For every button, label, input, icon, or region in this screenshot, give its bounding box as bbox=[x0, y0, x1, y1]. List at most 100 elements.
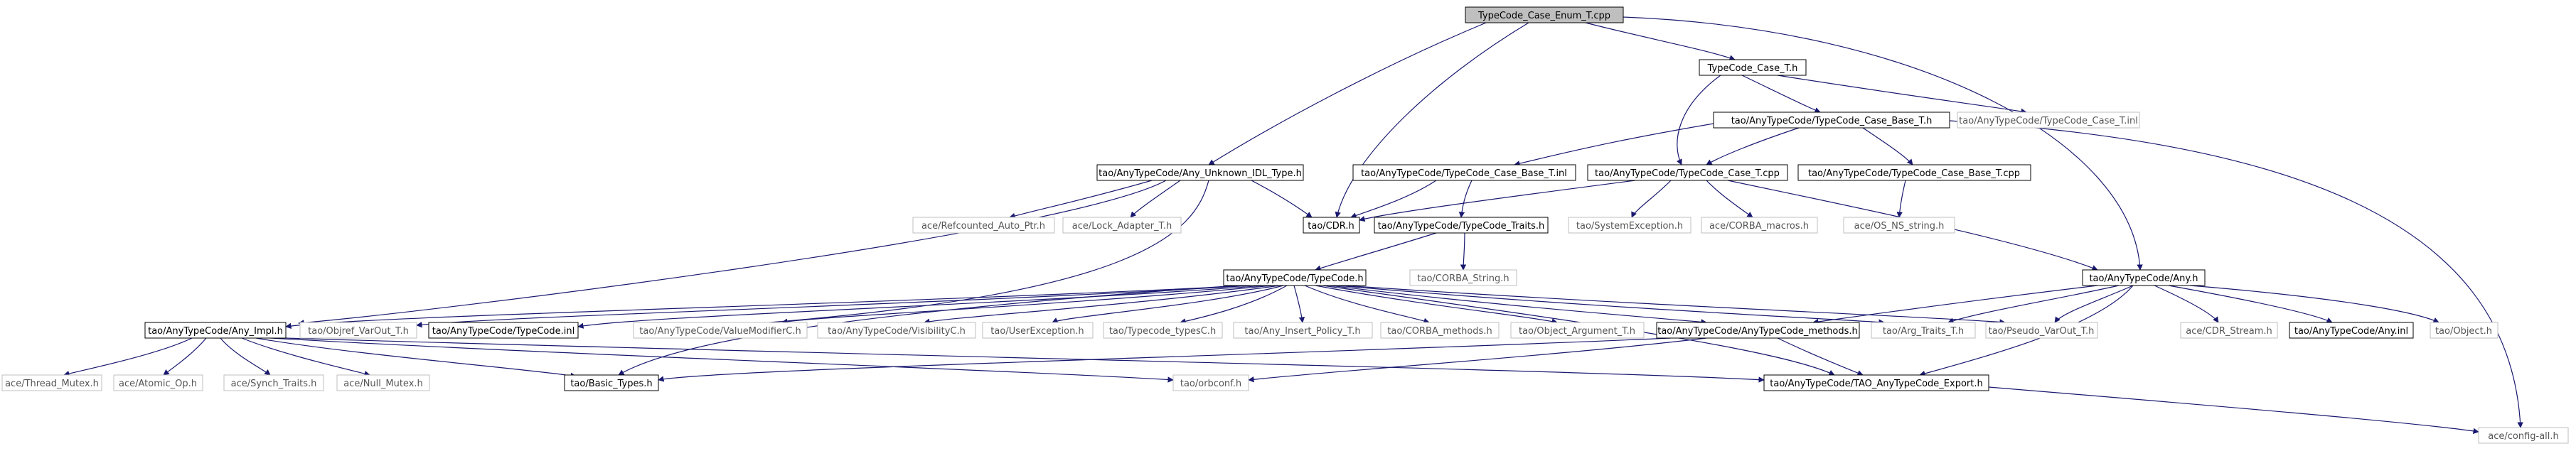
svg-text:tao/AnyTypeCode/TAO_AnyTypeCod: tao/AnyTypeCode/TAO_AnyTypeCode_Export.h bbox=[1770, 379, 1982, 389]
dependency-edge bbox=[1585, 22, 1736, 61]
svg-text:tao/SystemException.h: tao/SystemException.h bbox=[1576, 221, 1683, 232]
node-atomic-op-h[interactable]: ace/Atomic_Op.h bbox=[113, 374, 203, 391]
node-systemexception-h[interactable]: tao/SystemException.h bbox=[1568, 217, 1691, 234]
svg-text:tao/AnyTypeCode/Any.h: tao/AnyTypeCode/Any.h bbox=[2089, 273, 2198, 284]
node-corba-macros-h[interactable]: ace/CORBA_macros.h bbox=[1701, 217, 1818, 234]
svg-text:tao/AnyTypeCode/Any.inl: tao/AnyTypeCode/Any.inl bbox=[2294, 326, 2408, 337]
node-refcounted-auto-ptr-h[interactable]: ace/Refcounted_Auto_Ptr.h bbox=[912, 217, 1055, 234]
node-visibilityc-h[interactable]: tao/AnyTypeCode/VisibilityC.h bbox=[817, 322, 976, 339]
node-typecode-case-base-t-inl[interactable]: tao/AnyTypeCode/TypeCode_Case_Base_T.inl bbox=[1352, 164, 1576, 181]
dependency-edge bbox=[1304, 285, 1430, 324]
dependency-edge bbox=[1676, 75, 1721, 165]
node-cdr-h[interactable]: tao/CDR.h bbox=[1303, 217, 1360, 234]
dependency-edge bbox=[1812, 285, 2098, 325]
dependency-edge bbox=[1896, 180, 1906, 218]
svg-text:tao/AnyTypeCode/AnyTypeCode_me: tao/AnyTypeCode/AnyTypeCode_methods.h bbox=[1657, 326, 1858, 337]
dependency-edge bbox=[284, 337, 1765, 383]
node-tao-anytypecode-export-h[interactable]: tao/AnyTypeCode/TAO_AnyTypeCode_Export.h bbox=[1763, 374, 1989, 391]
svg-text:tao/AnyTypeCode/VisibilityC.h: tao/AnyTypeCode/VisibilityC.h bbox=[828, 326, 966, 337]
svg-text:ace/Null_Mutex.h: ace/Null_Mutex.h bbox=[343, 379, 423, 389]
svg-text:ace/config-all.h: ace/config-all.h bbox=[2488, 431, 2559, 442]
node-pseudo-varout-t-h[interactable]: tao/Pseudo_VarOut_T.h bbox=[1985, 322, 2098, 339]
dependency-edge bbox=[269, 337, 1174, 383]
node-corba-string-h[interactable]: tao/CORBA_String.h bbox=[1409, 269, 1517, 286]
svg-text:tao/CDR.h: tao/CDR.h bbox=[1308, 221, 1354, 232]
dependency-edge bbox=[710, 180, 1209, 330]
svg-text:tao/CORBA_String.h: tao/CORBA_String.h bbox=[1417, 273, 1509, 284]
svg-text:tao/AnyTypeCode/TypeCode_Trait: tao/AnyTypeCode/TypeCode_Traits.h bbox=[1378, 221, 1545, 232]
svg-text:TypeCode_Case_T.h: TypeCode_Case_T.h bbox=[1707, 63, 1798, 74]
node-null-mutex-h[interactable]: ace/Null_Mutex.h bbox=[336, 374, 430, 391]
node-typecode-case-t-inl[interactable]: tao/AnyTypeCode/TypeCode_Case_T.inl bbox=[1957, 112, 2140, 129]
svg-text:tao/UserException.h: tao/UserException.h bbox=[990, 326, 1084, 337]
svg-text:tao/Typecode_typesC.h: tao/Typecode_typesC.h bbox=[1109, 326, 1216, 337]
dependency-edge bbox=[1777, 75, 2027, 114]
svg-text:tao/CORBA_methods.h: tao/CORBA_methods.h bbox=[1387, 326, 1492, 337]
dependency-edge bbox=[1343, 285, 2006, 325]
dependency-edges bbox=[63, 16, 2523, 435]
dependency-edge bbox=[1248, 337, 1707, 383]
dependency-edge bbox=[1359, 180, 1636, 222]
svg-text:tao/Any_Insert_Policy_T.h: tao/Any_Insert_Policy_T.h bbox=[1244, 326, 1360, 337]
dependency-edge bbox=[1130, 180, 1181, 218]
dependency-edge bbox=[255, 337, 577, 379]
node-any-inl[interactable]: tao/AnyTypeCode/Any.inl bbox=[2289, 322, 2414, 339]
dependency-edge bbox=[1315, 232, 1437, 271]
node-typecode-case-base-t-h[interactable]: tao/AnyTypeCode/TypeCode_Case_Base_T.h bbox=[1713, 112, 1950, 129]
svg-text:tao/AnyTypeCode/Any_Impl.h: tao/AnyTypeCode/Any_Impl.h bbox=[148, 326, 283, 337]
dependency-edge bbox=[298, 180, 1167, 326]
dependency-edge bbox=[1208, 22, 1487, 165]
dependency-edge bbox=[781, 285, 1273, 325]
dependency-edge bbox=[1460, 232, 1467, 271]
node-valuemodifierc-h[interactable]: tao/AnyTypeCode/ValueModifierC.h bbox=[633, 322, 808, 339]
svg-text:tao/AnyTypeCode/ValueModifierC: tao/AnyTypeCode/ValueModifierC.h bbox=[639, 326, 801, 337]
node-any-impl-h[interactable]: tao/AnyTypeCode/Any_Impl.h bbox=[144, 322, 287, 339]
svg-text:ace/Atomic_Op.h: ace/Atomic_Op.h bbox=[119, 379, 197, 389]
svg-text:ace/Thread_Mutex.h: ace/Thread_Mutex.h bbox=[5, 379, 99, 389]
node-typecode-case-enum-t-cpp: TypeCode_Case_Enum_T.cpp bbox=[1465, 6, 1624, 23]
dependency-edge bbox=[1336, 285, 1885, 325]
node-lock-adapter-t-h[interactable]: ace/Lock_Adapter_T.h bbox=[1062, 217, 1182, 234]
node-any-insert-policy-t-h[interactable]: tao/Any_Insert_Policy_T.h bbox=[1233, 322, 1373, 339]
node-objref-varout-t-h[interactable]: tao/Objref_VarOut_T.h bbox=[299, 322, 417, 339]
node-any-h[interactable]: tao/AnyTypeCode/Any.h bbox=[2082, 269, 2206, 286]
node-userexception-h[interactable]: tao/UserException.h bbox=[982, 322, 1094, 339]
dependency-edge bbox=[1988, 386, 2479, 435]
node-any-unknown-idl-type-h[interactable]: tao/AnyTypeCode/Any_Unknown_IDL_Type.h bbox=[1096, 164, 1304, 181]
dependency-edge bbox=[1180, 285, 1288, 325]
node-object-argument-t-h[interactable]: tao/Object_Argument_T.h bbox=[1510, 322, 1645, 339]
node-typecode-case-base-t-cpp[interactable]: tao/AnyTypeCode/TypeCode_Case_Base_T.cpp bbox=[1797, 164, 2031, 181]
node-typecode-traits-h[interactable]: tao/AnyTypeCode/TypeCode_Traits.h bbox=[1374, 217, 1549, 234]
dependency-edge bbox=[2054, 285, 2134, 323]
node-anytypecode-methods-h[interactable]: tao/AnyTypeCode/AnyTypeCode_methods.h bbox=[1656, 322, 1860, 339]
node-config-all-h[interactable]: ace/config-all.h bbox=[2478, 427, 2569, 444]
node-arg-traits-t-h[interactable]: tao/Arg_Traits_T.h bbox=[1871, 322, 1976, 339]
node-typecode-case-t-cpp[interactable]: tao/AnyTypeCode/TypeCode_Case_T.cpp bbox=[1587, 164, 1788, 181]
node-typecode-case-t-h[interactable]: TypeCode_Case_T.h bbox=[1699, 59, 1807, 76]
node-corba-methods-h[interactable]: tao/CORBA_methods.h bbox=[1380, 322, 1500, 339]
node-basic-types-h[interactable]: tao/Basic_Types.h bbox=[564, 374, 659, 391]
svg-text:tao/Pseudo_VarOut_T.h: tao/Pseudo_VarOut_T.h bbox=[1989, 326, 2095, 337]
node-orbconf-h[interactable]: tao/orbconf.h bbox=[1172, 374, 1249, 391]
node-os-ns-string-h[interactable]: ace/OS_NS_string.h bbox=[1843, 217, 1955, 234]
dependency-edge bbox=[1322, 285, 1835, 376]
dependency-edge bbox=[924, 285, 1281, 325]
node-synch-traits-h[interactable]: ace/Synch_Traits.h bbox=[223, 374, 324, 391]
dependency-edge bbox=[220, 337, 271, 376]
node-typecode-h[interactable]: tao/AnyTypeCode/TypeCode.h bbox=[1223, 269, 1367, 286]
dependency-edge bbox=[1052, 285, 1284, 323]
node-object-h[interactable]: tao/Object.h bbox=[2430, 322, 2498, 339]
dependency-edge bbox=[1623, 16, 2143, 271]
dependency-edge bbox=[416, 285, 1252, 328]
dependency-edge bbox=[577, 285, 1266, 329]
node-thread-mutex-h[interactable]: ace/Thread_Mutex.h bbox=[1, 374, 102, 391]
node-typecode-typesc-h[interactable]: tao/Typecode_typesC.h bbox=[1103, 322, 1223, 339]
dependency-edge bbox=[1315, 285, 1558, 325]
dependency-edge bbox=[241, 337, 370, 377]
svg-text:tao/Basic_Types.h: tao/Basic_Types.h bbox=[570, 379, 652, 389]
node-typecode-inl[interactable]: tao/AnyTypeCode/TypeCode.inl bbox=[428, 322, 579, 339]
svg-text:ace/Refcounted_Auto_Ptr.h: ace/Refcounted_Auto_Ptr.h bbox=[921, 221, 1045, 232]
dependency-edge bbox=[163, 337, 207, 376]
node-cdr-stream-h[interactable]: ace/CDR_Stream.h bbox=[2180, 322, 2278, 339]
